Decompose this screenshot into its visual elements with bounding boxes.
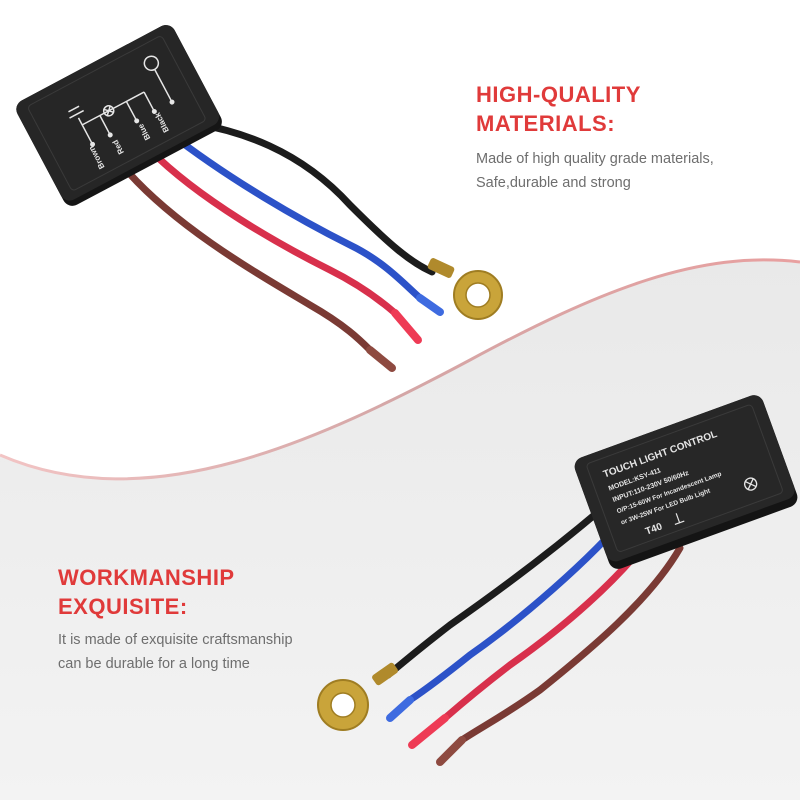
description-line: Made of high quality grade materials,	[476, 151, 714, 167]
description-materials: Made of high quality grade materials, Sa…	[476, 147, 714, 195]
lamp-symbol-icon	[744, 477, 758, 491]
heading-line: HIGH-QUALITY	[476, 82, 641, 107]
touch-control-module: TOUCH LIGHT CONTROL MODEL:KSY-411 INPUT:…	[574, 395, 798, 569]
ground-symbol-icon	[674, 513, 685, 525]
heading-line: EXQUISITE:	[58, 594, 188, 619]
heading-line: WORKMANSHIP	[58, 565, 235, 590]
wire-brown-bottom	[458, 544, 684, 744]
wire-blue-top	[164, 128, 424, 302]
wire-red-bottom	[441, 526, 659, 722]
wire-red-top	[146, 146, 399, 317]
ring-terminal-top	[427, 258, 503, 320]
description-line: It is made of exquisite craftsmanship	[58, 632, 293, 648]
control-module-top: Brown Red Blue Black	[16, 25, 222, 206]
description-line: Safe,durable and strong	[476, 175, 631, 191]
wire-brown-top	[124, 168, 374, 354]
description-line: can be durable for a long time	[58, 656, 250, 672]
heading-workmanship-exquisite: WORKMANSHIP EXQUISITE:	[58, 563, 235, 621]
heading-high-quality-materials: HIGH-QUALITY MATERIALS:	[476, 80, 641, 138]
heading-line: MATERIALS:	[476, 111, 616, 136]
description-workmanship: It is made of exquisite craftsmanship ca…	[58, 628, 293, 676]
ring-terminal-bottom	[317, 662, 398, 731]
wire-black-bottom	[384, 496, 616, 679]
wire-blue-bottom	[406, 508, 634, 704]
wire-black-top	[182, 118, 436, 276]
